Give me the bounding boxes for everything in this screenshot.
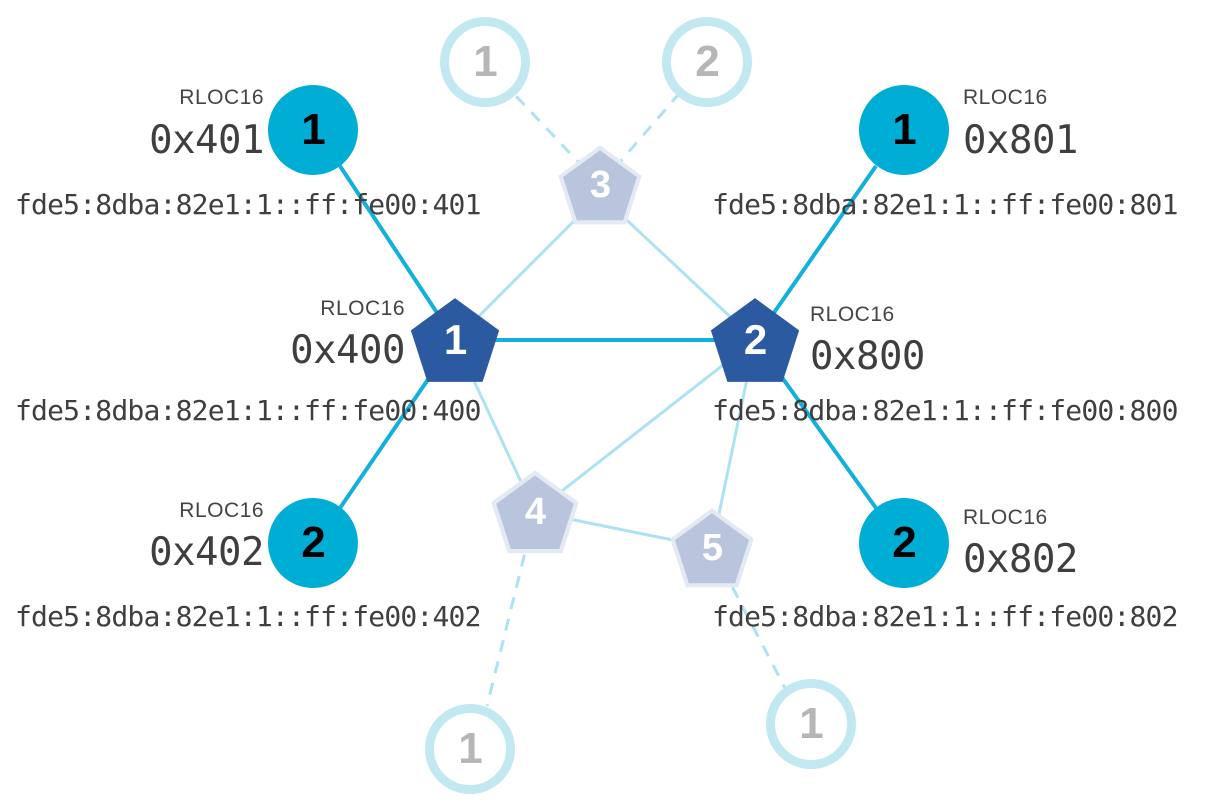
router-0x800-rloc-title: RLOC16 [810, 303, 895, 326]
router-0x400-rloc-title: RLOC16 [320, 297, 405, 320]
ghost-child-top-1-label: 1 [473, 37, 498, 86]
link-ghost3-ghostchild-top2 [598, 94, 680, 186]
ghost-child-bottom-1[interactable]: 1 [425, 704, 515, 794]
pentagon-shape [670, 508, 754, 588]
ghost-child-top-1[interactable]: 1 [440, 17, 530, 107]
child-0x801-rloc-title: RLOC16 [963, 86, 1048, 109]
child-0x401-rloc-value: 0x401 [149, 118, 264, 163]
child-0x402-rloc-title: RLOC16 [179, 499, 264, 522]
ghost-child-bottom-1-label: 1 [458, 724, 483, 773]
ghost-child-top-2-label: 2 [695, 37, 720, 86]
ghost-child-bottom-2[interactable]: 1 [766, 679, 856, 769]
child-node-0x402[interactable]: 2 [268, 498, 358, 588]
ghost-router-3[interactable]: 3 [558, 145, 642, 225]
router-0x400-ipv6: fde5:8dba:82e1:1::ff:fe00:400 [15, 394, 481, 427]
child-0x802-rloc-value: 0x802 [963, 537, 1078, 582]
child-node-0x401[interactable]: 1 [268, 85, 358, 175]
pentagon-shape [410, 298, 500, 382]
child-0x802-rloc-title: RLOC16 [963, 506, 1048, 529]
child-0x402-ipv6: fde5:8dba:82e1:1::ff:fe00:402 [15, 600, 481, 633]
child-0x801-badge: 1 [892, 105, 917, 154]
router-0x800-ipv6: fde5:8dba:82e1:1::ff:fe00:800 [712, 394, 1178, 427]
child-0x802-ipv6: fde5:8dba:82e1:1::ff:fe00:802 [712, 600, 1178, 633]
link-router800-ghost4 [534, 338, 756, 514]
link-child801-router800 [753, 164, 878, 342]
child-0x402-rloc-value: 0x402 [149, 530, 264, 575]
child-0x801-ipv6: fde5:8dba:82e1:1::ff:fe00:801 [712, 188, 1178, 221]
pentagon-shape [710, 298, 800, 382]
pentagon-shape [558, 145, 642, 225]
router-0x800-rloc-value: 0x800 [810, 334, 925, 379]
child-0x401-badge: 1 [301, 105, 326, 154]
link-child401-router400 [338, 164, 457, 342]
pentagon-shape [491, 470, 579, 554]
child-node-0x802[interactable]: 2 [859, 498, 949, 588]
ghost-router-4[interactable]: 4 [491, 470, 579, 554]
child-0x401-ipv6: fde5:8dba:82e1:1::ff:fe00:401 [15, 188, 481, 221]
ghost-child-top-2[interactable]: 2 [662, 17, 752, 107]
child-node-0x801[interactable]: 1 [859, 85, 949, 175]
child-0x401-rloc-title: RLOC16 [179, 86, 264, 109]
ghost-router-5[interactable]: 5 [670, 508, 754, 588]
child-0x801-rloc-value: 0x801 [963, 118, 1078, 163]
child-0x402-badge: 2 [301, 518, 326, 567]
child-0x802-badge: 2 [892, 518, 917, 567]
router-node-0x400[interactable]: 1 [409, 296, 501, 384]
router-0x400-rloc-value: 0x400 [290, 328, 405, 373]
ghost-child-bottom-2-label: 1 [799, 699, 824, 748]
router-node-0x800[interactable]: 2 [709, 296, 801, 384]
